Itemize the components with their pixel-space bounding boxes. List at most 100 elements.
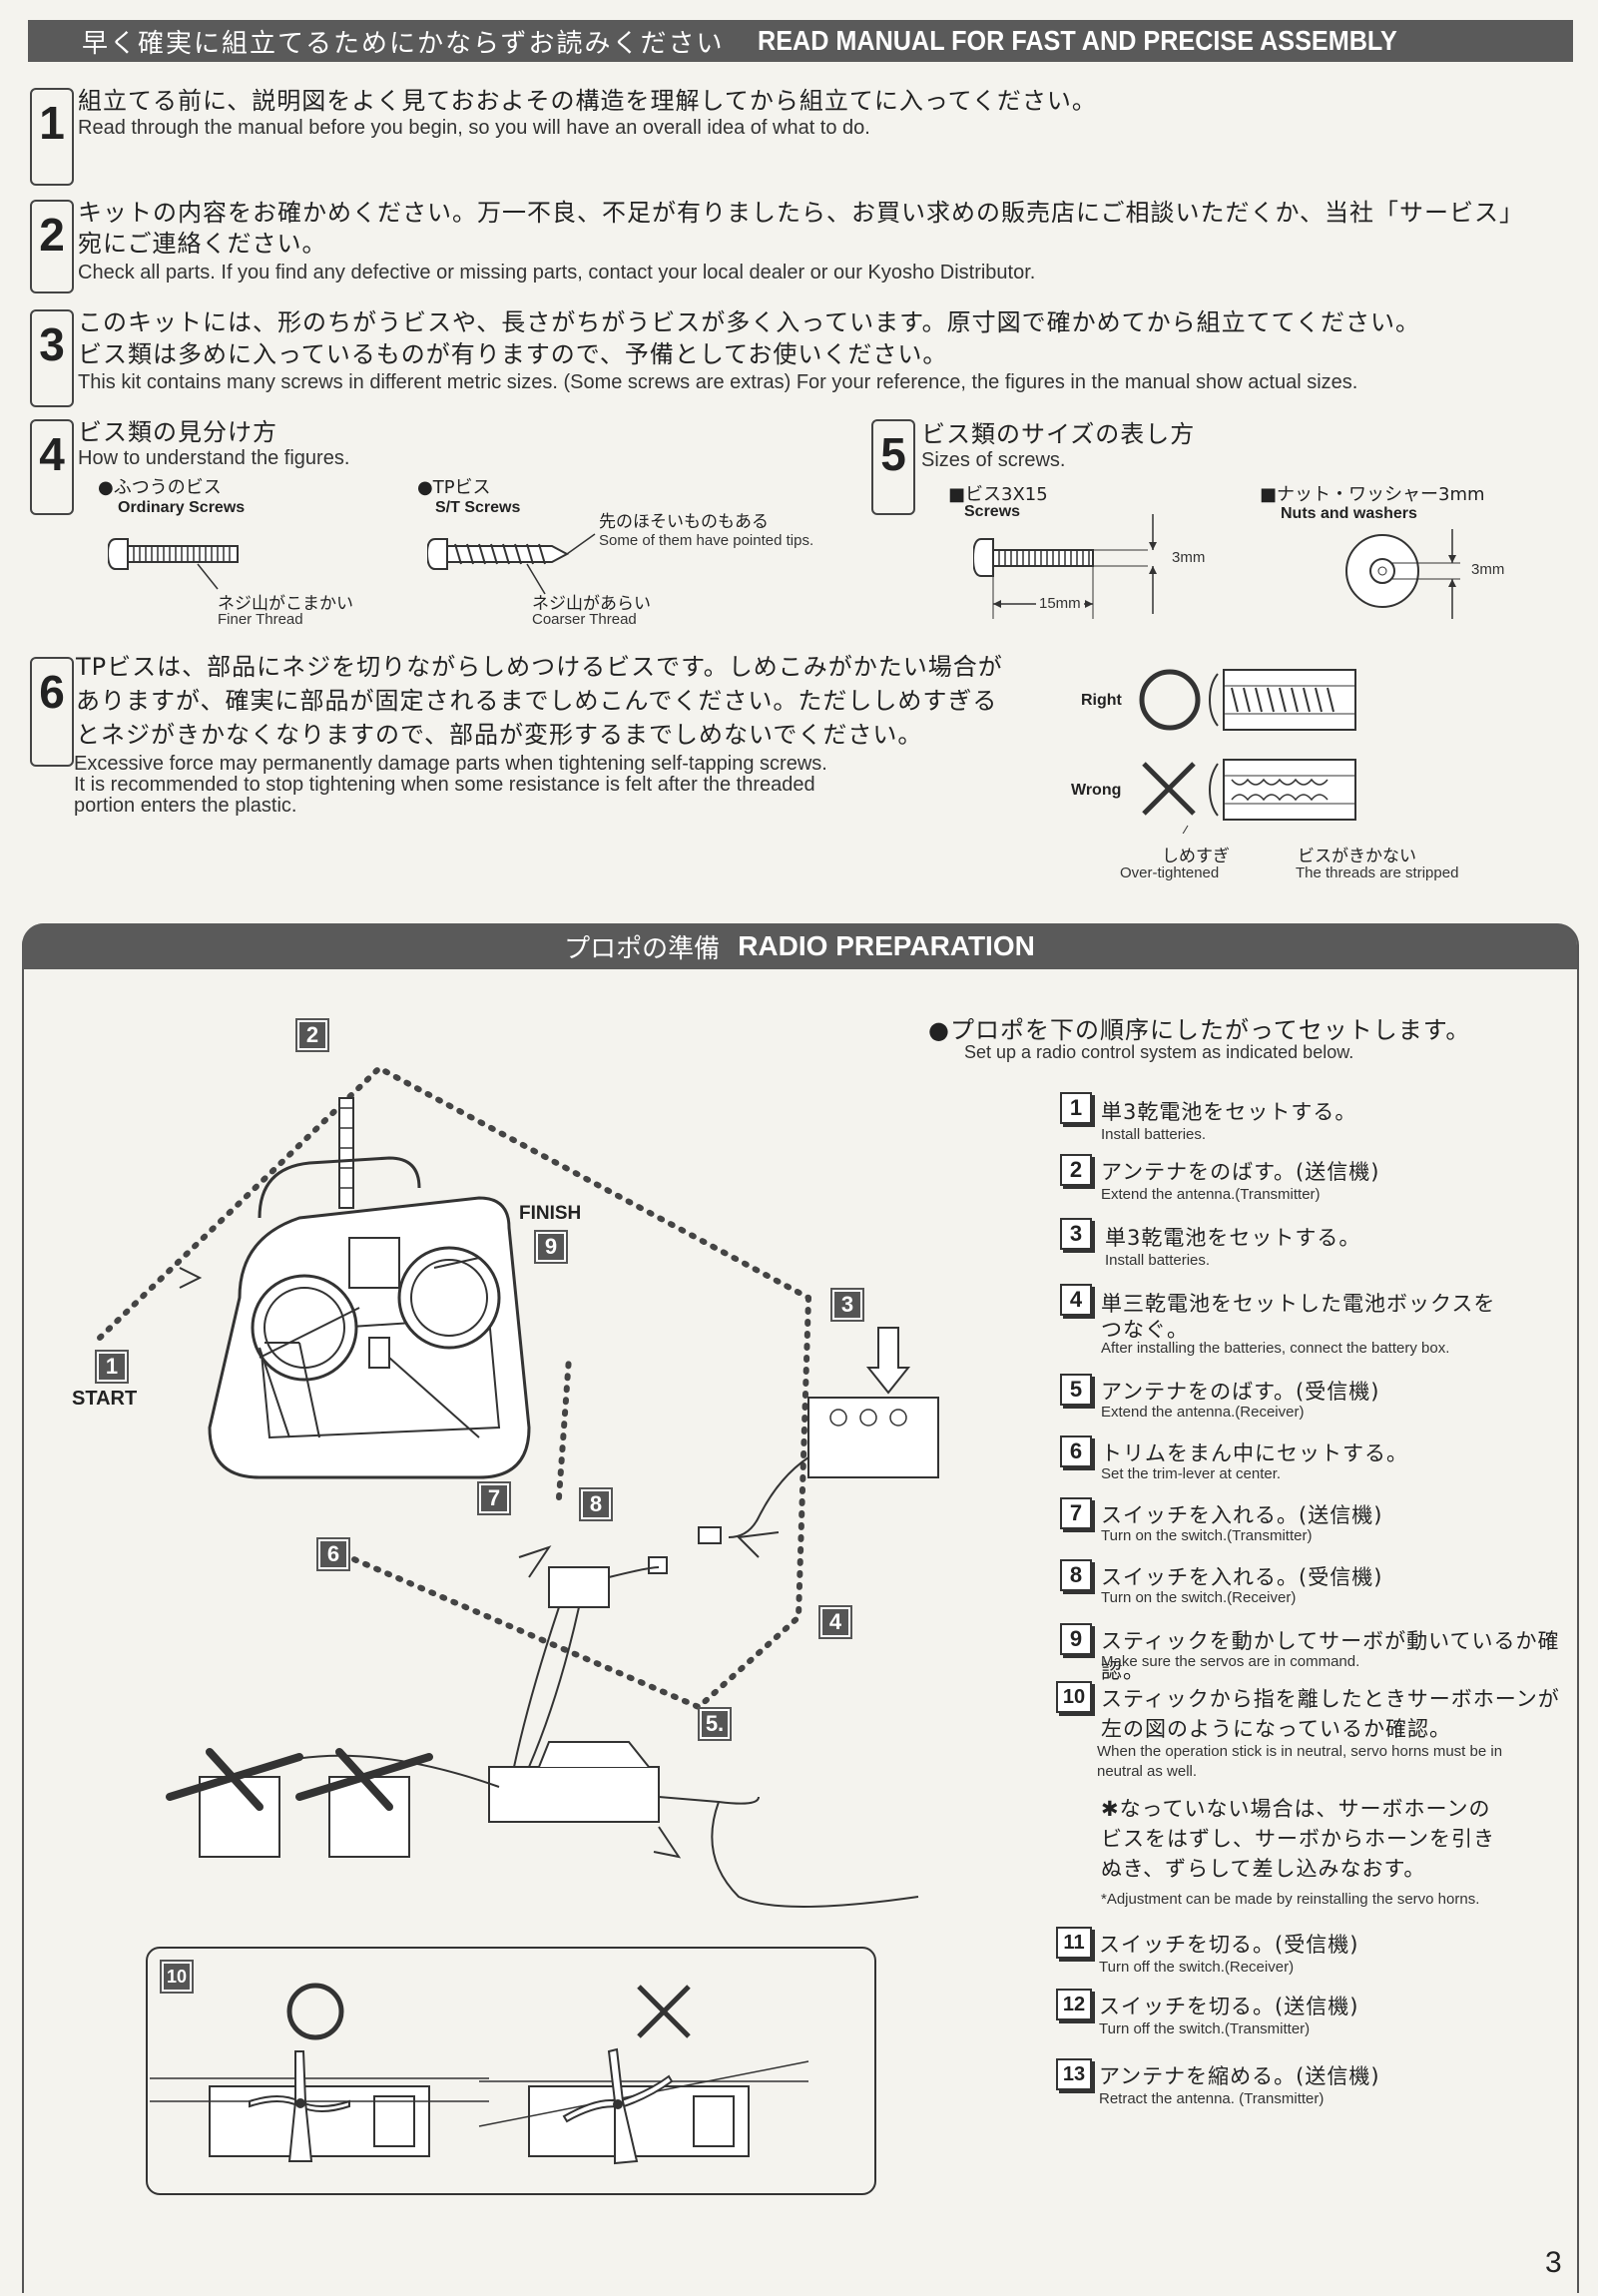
diagram-label-10: 10 xyxy=(160,1960,194,1994)
step-4-en: After installing the batteries, connect … xyxy=(1101,1340,1450,1357)
step-10-jp-line1: スティックから指を離したときサーボホーンが xyxy=(1101,1687,1560,1711)
step-number-1: 1 xyxy=(1060,1092,1092,1124)
step-11-en: Turn off the switch.(Receiver) xyxy=(1099,1959,1295,1976)
step-number-11: 11 xyxy=(1056,1927,1092,1959)
step-number-2: 2 xyxy=(1060,1154,1092,1186)
instruction-2-jp-line1: キットの内容をお確かめください。万一不良、不足が有りましたら、お買い求めの販売店… xyxy=(78,199,1525,227)
diagram-label-3: 3 xyxy=(830,1288,864,1322)
step-number-13: 13 xyxy=(1056,2058,1092,2090)
step-5-jp: アンテナをのばす。(受信機) xyxy=(1101,1380,1380,1404)
header-bar: 早く確実に組立てるためにかならずお読みください READ MANUAL FOR … xyxy=(28,20,1573,62)
step-8-en: Turn on the switch.(Receiver) xyxy=(1101,1589,1297,1606)
header-title-jp: 早く確実に組立てるためにかならずお読みください xyxy=(82,28,725,59)
diagram-label-5: 5. xyxy=(698,1707,732,1741)
step-5-en: Extend the antenna.(Receiver) xyxy=(1101,1404,1305,1421)
step-number-6: 6 xyxy=(1060,1435,1092,1467)
nuts-washers-label-en: Nuts and washers xyxy=(1281,505,1417,522)
radio-intro-jp: ●プロポを下の順序にしたがってセットします。 xyxy=(928,1016,1471,1044)
step-number-9: 9 xyxy=(1060,1623,1092,1655)
header-title-en: READ MANUAL FOR FAST AND PRECISE ASSEMBL… xyxy=(758,25,1398,56)
step-number-10: 10 xyxy=(1056,1681,1092,1713)
section6-jp-line1: TPビスは、部品にネジを切りながらしめつけるビスです。しめこみがかたい場合が xyxy=(76,653,1003,681)
step-number-3: 3 xyxy=(1060,1218,1092,1250)
step-6-en: Set the trim-lever at center. xyxy=(1101,1465,1282,1482)
note-jp-line1: ✱なっていない場合は、サーボホーンの xyxy=(1101,1797,1491,1821)
step-10-en-line2: neutral as well. xyxy=(1097,1763,1198,1780)
step-7-en: Turn on the switch.(Transmitter) xyxy=(1101,1527,1313,1544)
pointed-tip-jp: 先のほそいものもある xyxy=(599,512,769,532)
over-tightened-jp: しめすぎ xyxy=(1162,847,1230,866)
washer-dimension: 3mm xyxy=(1471,561,1505,578)
section4-title-en: How to understand the figures. xyxy=(78,447,350,469)
step-number-5: 5 xyxy=(1060,1374,1092,1406)
step-3-jp: 単3乾電池をセットする。 xyxy=(1105,1226,1361,1250)
screw-size-diagram xyxy=(973,514,1157,619)
step-10-jp-line2: 左の図のようになっているか確認。 xyxy=(1101,1717,1451,1741)
diagram-label-1: 1 xyxy=(95,1350,129,1384)
instruction-2-jp-line2: 宛にご連絡ください。 xyxy=(78,230,327,258)
diagram-label-6: 6 xyxy=(316,1537,350,1571)
ordinary-screw-label-jp: ●ふつうのビス xyxy=(98,477,222,498)
step-1-jp: 単3乾電池をセットする。 xyxy=(1101,1100,1357,1124)
tp-screw-illustration xyxy=(427,533,596,595)
tp-screw-label-jp: ●TPビス xyxy=(417,477,491,498)
section5-title-en: Sizes of screws. xyxy=(921,449,1066,471)
step-7-jp: スイッチを入れる。(送信機) xyxy=(1101,1503,1383,1527)
step-13-en: Retract the antenna. (Transmitter) xyxy=(1099,2090,1325,2107)
instruction-1-en: Read through the manual before you begin… xyxy=(78,117,870,139)
instruction-3-jp-line1: このキットには、形のちがうビスや、長さがちがうビスが多く入っています。原寸図で確… xyxy=(78,308,1420,336)
step-2-en: Extend the antenna.(Transmitter) xyxy=(1101,1186,1321,1203)
pointed-tip-en: Some of them have pointed tips. xyxy=(599,532,814,549)
right-label: Right xyxy=(1081,692,1122,709)
radio-title-jp: プロポの準備 xyxy=(564,933,721,964)
diagram-label-8: 8 xyxy=(579,1487,613,1521)
screw-diameter-dimension: 3mm xyxy=(1172,549,1206,566)
step-13-jp: アンテナを縮める。(送信機) xyxy=(1099,2064,1380,2088)
radio-intro-en: Set up a radio control system as indicat… xyxy=(964,1042,1354,1062)
note-jp-line2: ビスをはずし、サーボからホーンを引き xyxy=(1101,1827,1495,1851)
section4-title-jp: ビス類の見分け方 xyxy=(78,418,277,446)
instruction-number-1: 1 xyxy=(30,88,74,186)
section6-en-line1: Excessive force may permanently damage p… xyxy=(74,753,827,775)
step-2-jp: アンテナをのばす。(送信機) xyxy=(1101,1160,1380,1184)
instruction-3-jp-line2: ビス類は多めに入っているものが有りますので、予備としてお使いください。 xyxy=(78,340,948,368)
step-number-7: 7 xyxy=(1060,1497,1092,1529)
step-number-12: 12 xyxy=(1056,1989,1092,2020)
stripped-en: The threads are stripped xyxy=(1296,864,1459,881)
note-en: *Adjustment can be made by reinstalling … xyxy=(1101,1891,1480,1908)
servo-horn-box xyxy=(146,1947,876,2195)
step-10-en-line1: When the operation stick is in neutral, … xyxy=(1097,1743,1503,1760)
step-12-jp: スイッチを切る。(送信機) xyxy=(1099,1995,1359,2018)
step-4-jp-line1: 単三乾電池をセットした電池ボックスを xyxy=(1101,1292,1496,1316)
radio-setup-diagram xyxy=(97,1064,939,1908)
note-jp-line3: ぬき、ずらして差し込みなおす。 xyxy=(1101,1857,1426,1881)
finish-label: FINISH xyxy=(519,1203,582,1224)
diagram-label-4: 4 xyxy=(818,1605,852,1639)
instruction-number-5: 5 xyxy=(871,419,915,515)
section6-en-line2: It is recommended to stop tightening whe… xyxy=(74,774,815,796)
step-3-en: Install batteries. xyxy=(1105,1252,1211,1269)
over-tightened-en: Over-tightened xyxy=(1120,864,1220,881)
coarse-thread-jp: ネジ山があらい xyxy=(532,594,651,614)
servo-horn-illustration xyxy=(150,1983,809,2165)
diagram-label-7: 7 xyxy=(477,1481,511,1515)
instruction-number-6: 6 xyxy=(30,657,74,767)
instruction-number-4: 4 xyxy=(30,419,74,515)
section6-en-line3: portion enters the plastic. xyxy=(74,795,297,817)
page-number: 3 xyxy=(1545,2246,1562,2279)
step-number-4: 4 xyxy=(1060,1284,1092,1316)
start-label: START xyxy=(72,1388,138,1410)
step-1-en: Install batteries. xyxy=(1101,1126,1207,1143)
stripped-jp: ビスがきかない xyxy=(1298,847,1416,866)
ordinary-screw-label-en: Ordinary Screws xyxy=(118,499,246,516)
step-number-8: 8 xyxy=(1060,1559,1092,1591)
diagram-label-2: 2 xyxy=(295,1018,329,1052)
instruction-3-en: This kit contains many screws in differe… xyxy=(78,371,1358,393)
nuts-washers-label-jp: ■ナット・ワッシャー3mm xyxy=(1260,484,1485,505)
section6-jp-line2: ありますが、確実に部品が固定されるまでしめこんでください。ただししめすぎる xyxy=(76,687,998,715)
tightening-diagram xyxy=(1139,669,1356,834)
step-9-jp: スティックを動かしてサーボが動いているか確認。 xyxy=(1101,1629,1560,1683)
instruction-number-3: 3 xyxy=(30,309,74,407)
washer-diagram xyxy=(1345,529,1460,619)
step-6-jp: トリムをまん中にセットする。 xyxy=(1101,1441,1408,1465)
